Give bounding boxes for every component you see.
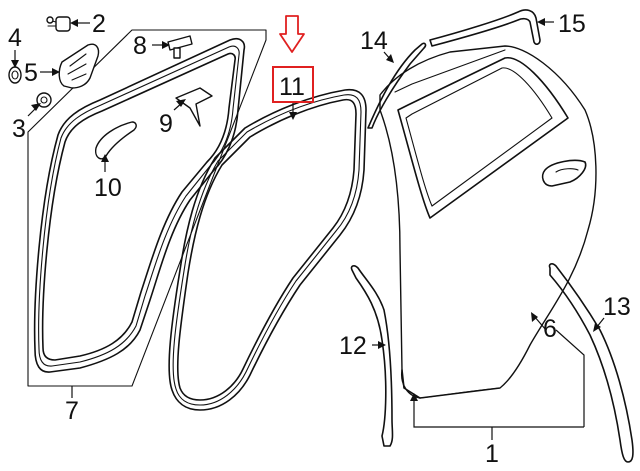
callout-8: 8 [133,32,147,60]
callout-3: 3 [12,115,26,143]
inner-door-seal [33,37,246,373]
callout-5: 5 [24,59,38,87]
callout-4: 4 [8,24,22,52]
callout-6: 6 [543,315,557,343]
fastener-8 [167,35,193,59]
bracket-5 [58,43,100,89]
callout-12: 12 [339,332,367,360]
callout-1: 1 [485,440,499,468]
plug-4 [8,66,22,84]
callout-7: 7 [65,397,79,425]
callout-10: 10 [94,174,122,202]
callout-labels: 1 2 3 4 5 6 7 8 9 10 11 12 13 14 15 [8,10,631,468]
callout-2: 2 [92,10,106,38]
upper-frame-molding [429,9,541,47]
belt-molding [367,42,427,129]
pad-10 [94,121,137,160]
highlight-down-arrow-icon [279,15,305,53]
callout-14: 14 [360,27,388,55]
door-check-rod [350,265,394,447]
insulator-9 [175,87,213,127]
door-shell [379,45,597,399]
callout-11: 11 [279,73,305,101]
highlight-box [272,66,314,103]
lower-molding [548,263,634,463]
seal-group-outline [27,29,267,387]
leader-lines [11,18,605,440]
callout-13: 13 [603,293,631,321]
clip-2 [46,16,71,32]
callout-15: 15 [558,10,586,38]
callout-9: 9 [159,110,173,138]
door-weatherstrip [168,88,367,411]
